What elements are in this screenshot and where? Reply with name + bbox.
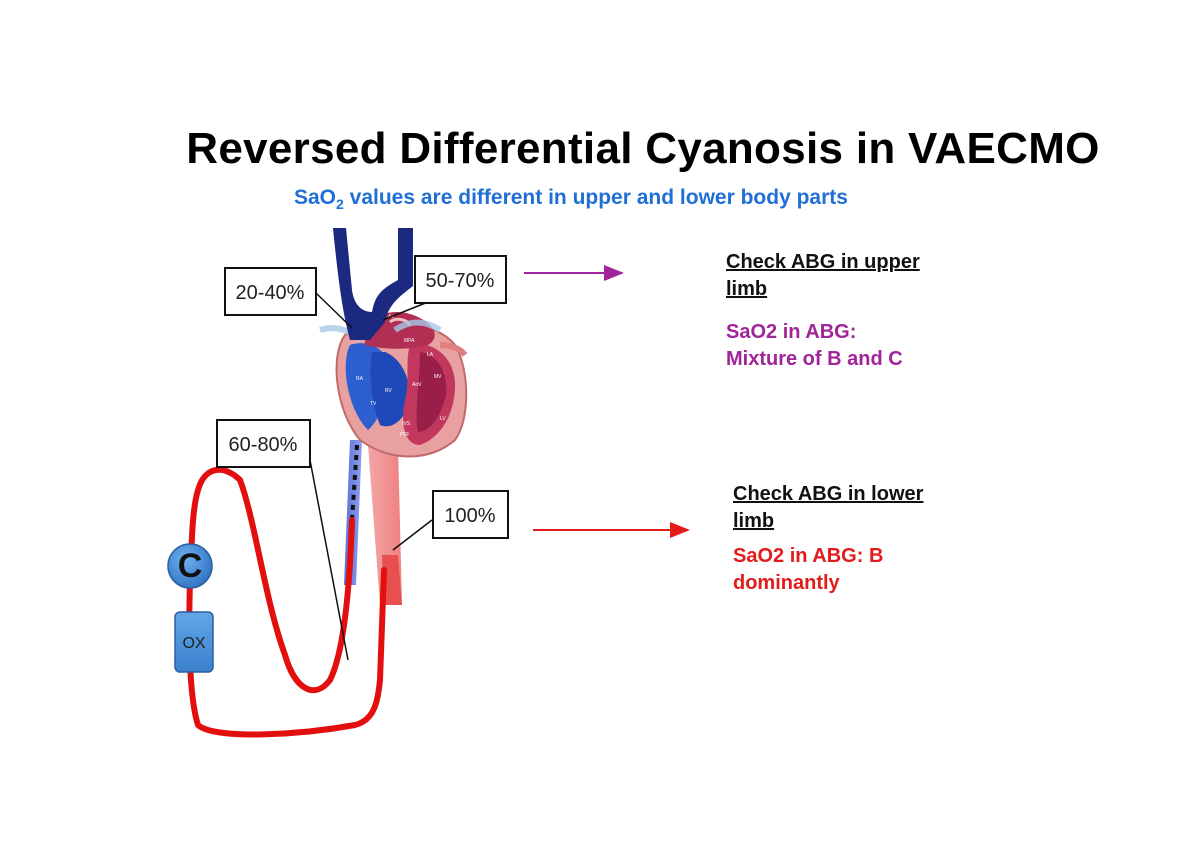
superior-vena-cava [333, 228, 413, 340]
oxygenator-label: OX [182, 635, 205, 652]
lower-note-body-line2: dominantly [733, 572, 840, 594]
heart-label-ivs: IVS [402, 421, 411, 427]
upper-note-heading-line1: Check ABG in upper [726, 251, 920, 273]
heart-label-aov: AoV [412, 382, 422, 388]
heart-illustration: Ao MPA LA RA TV MV AoV RV LV IVS PFF [319, 311, 468, 458]
heart-label-tv: TV [370, 401, 377, 407]
heart-label-rv: RV [385, 388, 393, 394]
leader-60-80 [309, 459, 349, 661]
centrifugal-pump: C [167, 543, 213, 589]
subtitle-suffix: values are different in upper and lower … [343, 186, 848, 209]
upper-note-heading-line2: limb [726, 278, 768, 300]
leader-20-40 [315, 292, 353, 329]
leader-100 [392, 519, 433, 551]
heart-label-pff: PFF [400, 432, 409, 438]
value-box-lower: 100% [432, 490, 509, 539]
subtitle-subscript: 2 [336, 196, 344, 213]
inferior-vena-cava [344, 440, 362, 585]
venous-cannula-dashed [350, 444, 359, 521]
upper-note-body-line2: Mixture of B and C [726, 348, 903, 370]
upper-note: Check ABG in upper limb SaO2 in ABG: Mix… [726, 249, 920, 373]
heart-label-mv: MV [434, 374, 442, 380]
lower-note-heading-line2: limb [733, 510, 775, 532]
value-upper-right: 50-70% [426, 270, 495, 292]
heart-label-mpa: MPA [404, 338, 415, 344]
value-box-upper-left: 20-40% [224, 267, 317, 316]
heart-label-lv: LV [440, 416, 446, 422]
subtitle: SaO2 values are different in upper and l… [294, 186, 848, 212]
pump-label: C [178, 547, 203, 585]
value-circuit: 60-80% [229, 434, 298, 456]
page-title: Reversed Differential Cyanosis in VAECMO [186, 124, 1100, 173]
value-upper-left: 20-40% [236, 282, 305, 304]
leader-50-70 [382, 301, 429, 321]
arterial-cannula-tip [382, 555, 402, 605]
subtitle-prefix: SaO [294, 186, 337, 209]
heart-label-la: LA [427, 352, 434, 358]
lower-note-body-line1: SaO2 in ABG: B [733, 545, 884, 567]
lower-note-heading-line1: Check ABG in lower [733, 483, 924, 505]
lower-note: Check ABG in lower limb SaO2 in ABG: B d… [733, 481, 923, 597]
oxygenator: OX [174, 611, 214, 673]
value-box-circuit: 60-80% [216, 419, 311, 468]
value-lower: 100% [444, 505, 495, 527]
value-box-upper-right: 50-70% [414, 255, 507, 304]
heart-label-ra: RA [356, 376, 364, 382]
ecmo-circuit-tube [186, 466, 387, 738]
upper-note-body-line1: SaO2 in ABG: [726, 321, 857, 343]
